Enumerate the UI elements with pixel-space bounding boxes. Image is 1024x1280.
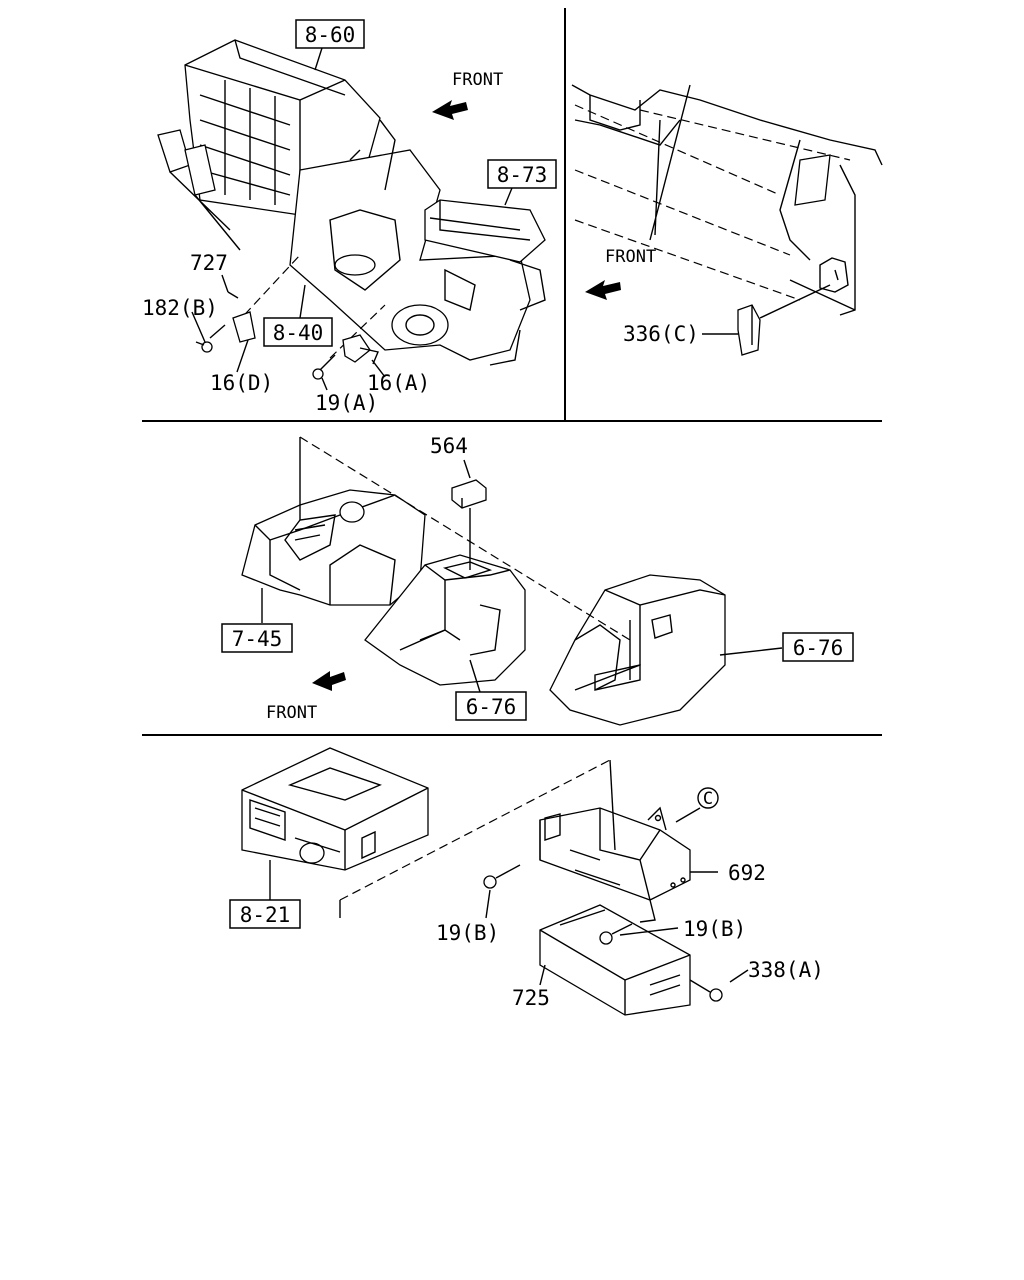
label-336c: 336(C) [623, 322, 699, 346]
svg-text:FRONT: FRONT [452, 70, 503, 90]
callout-8-40: 8-40 [263, 317, 333, 347]
callout-8-21: 8-21 [229, 899, 301, 929]
pocket-tray-725 [539, 904, 691, 1016]
label-16d: 16(D) [210, 371, 273, 395]
screw-19b-right [599, 923, 633, 945]
label-19b-right: 19(B) [683, 917, 746, 941]
bottom-leader-lines [269, 759, 749, 986]
section-dividers [142, 8, 882, 736]
svg-text:6-76: 6-76 [793, 636, 844, 660]
svg-text:8-73: 8-73 [497, 163, 548, 187]
callout-6-76-center: 6-76 [455, 691, 527, 721]
svg-text:C: C [703, 789, 713, 809]
svg-text:8-21: 8-21 [240, 903, 291, 927]
part-564-cap [451, 459, 487, 509]
svg-text:8-60: 8-60 [305, 23, 356, 47]
radio-unit [241, 747, 429, 871]
svg-text:FRONT: FRONT [605, 247, 656, 267]
label-725: 725 [512, 986, 550, 1010]
mounting-bracket-692 [539, 806, 691, 923]
svg-text:7-45: 7-45 [232, 627, 283, 651]
label-692: 692 [728, 861, 766, 885]
label-19b-left: 19(B) [436, 921, 499, 945]
label-338a: 338(A) [748, 958, 824, 982]
hvac-unit-assembly [157, 39, 546, 391]
screw-338a [689, 979, 723, 1002]
console-right [549, 574, 726, 726]
dashboard-side-view [571, 84, 883, 356]
svg-text:FRONT: FRONT [266, 703, 317, 723]
svg-text:6-76: 6-76 [466, 695, 517, 719]
label-727: 727 [190, 251, 228, 275]
console-left [241, 489, 426, 606]
callout-8-60: 8-60 [295, 19, 365, 49]
callout-6-76-right: 6-76 [782, 632, 854, 662]
middle-leader-lines [261, 436, 783, 693]
callout-8-73: 8-73 [487, 159, 557, 189]
label-19a: 19(A) [315, 391, 378, 415]
label-16a: 16(A) [367, 371, 430, 395]
callout-c: C [697, 787, 719, 809]
console-center [364, 554, 526, 686]
front-arrow-middle: FRONT [266, 671, 346, 723]
svg-text:8-40: 8-40 [273, 321, 324, 345]
front-arrow-top-left: FRONT [432, 70, 503, 120]
front-arrow-top-right: FRONT [585, 247, 656, 300]
label-564: 564 [430, 434, 468, 458]
screw-19b-left [483, 864, 521, 889]
label-182b: 182(B) [142, 296, 218, 320]
callout-7-45: 7-45 [221, 623, 293, 653]
